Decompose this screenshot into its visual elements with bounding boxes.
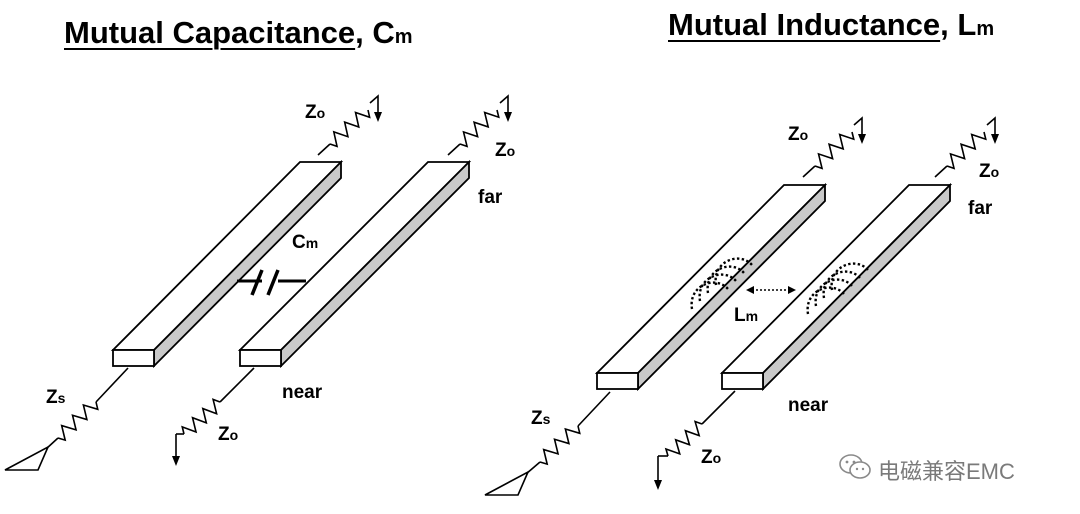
right-far1-wire [802, 165, 816, 178]
right-zo-far1-resistor [814, 131, 855, 170]
left-far1-ground-head [374, 112, 382, 122]
left-far-label: far [478, 187, 503, 208]
left-zo-top-left-label: Zo [305, 102, 326, 123]
right-flux-line-1 [690, 257, 753, 310]
right-zs-wire [577, 391, 611, 427]
left-far2-wire [447, 143, 461, 156]
right-title-main: Mutual Inductance [668, 7, 941, 42]
right-flux-line-1-loop-1 [698, 273, 737, 302]
left-near2-wire [219, 367, 255, 403]
right-near2-wire [701, 390, 736, 425]
right-zo-far2-resistor [946, 131, 987, 170]
left-zo-top-right-label: Zo [495, 140, 516, 161]
right-flux-line-2-loop-0 [806, 286, 845, 315]
right-line-1 [594, 182, 828, 392]
watermark: 电磁兼容EMC [838, 453, 1015, 487]
right-far2-ground [986, 116, 996, 140]
right-near-label: near [788, 395, 829, 416]
right-title: Mutual Inductance, Lm [668, 7, 995, 42]
right-line-1-side-face [637, 182, 826, 392]
left-source-triangle [4, 445, 50, 471]
right-diagram [484, 116, 999, 496]
left-zo-bottom-label: Zo [218, 424, 239, 445]
right-near2-ground-head [654, 480, 662, 490]
left-cm-plate-2 [266, 269, 280, 296]
left-zs-label: Zs [46, 387, 66, 408]
right-far1-ground-head [858, 134, 866, 144]
right-far1-ground [853, 116, 863, 140]
left-diagram [4, 94, 512, 471]
right-zo-bottom-label: Zo [701, 447, 722, 468]
left-line-1-side-face [153, 159, 342, 369]
left-zo-near2-resistor [181, 398, 221, 435]
left-near2-ground-head [172, 456, 180, 466]
right-line-1-front-face [596, 372, 639, 390]
right-far2-ground-head [991, 134, 999, 144]
right-zo-top-left-label: Zo [788, 124, 809, 145]
right-lm-label: Lm [734, 305, 759, 326]
left-cm-label: Cm [292, 232, 319, 253]
left-zs-wire [95, 367, 129, 403]
right-flux-line-2-loop-2 [822, 270, 861, 299]
left-near-label: near [282, 382, 323, 403]
right-title-symbol: L [957, 7, 977, 42]
right-line-2 [719, 182, 953, 392]
right-zo-top-right-label: Zo [979, 161, 1000, 182]
right-flux-line-2 [806, 262, 869, 315]
left-line-2-front-face [239, 349, 282, 367]
right-source-wire [525, 461, 541, 475]
right-far-label: far [968, 198, 993, 219]
right-flux-line-1-loop-0 [690, 281, 729, 310]
right-source-triangle [484, 470, 530, 496]
left-source-wire [45, 437, 59, 450]
right-flux-line-1-loop-3 [714, 257, 753, 286]
right-lm-arrow-head-right [788, 286, 796, 294]
left-zo-far2-resistor [459, 109, 500, 148]
right-zs-label: Zs [531, 408, 551, 429]
left-title-symbol: C [372, 15, 395, 50]
left-line-2 [237, 159, 472, 369]
right-flux-line-2-loop-3 [830, 262, 869, 291]
right-flux-line-2-loop-1 [814, 278, 853, 307]
left-far2-ground [499, 94, 509, 118]
wechat-icon [838, 453, 872, 487]
right-flux-line-1-loop-2 [706, 265, 745, 294]
right-lm-arrow-head-left [746, 286, 754, 294]
left-zs-resistor [57, 401, 99, 442]
left-cm-plate-1 [250, 269, 264, 296]
left-far1-ground [369, 94, 379, 118]
left-far2-ground-head [504, 112, 512, 122]
left-line-1-front-face [112, 349, 155, 367]
left-zo-far1-resistor [329, 109, 371, 148]
right-zo-near2-resistor [664, 420, 703, 457]
right-far2-wire [934, 165, 948, 178]
left-line-1 [110, 159, 344, 369]
right-line-2-front-face [721, 372, 764, 390]
watermark-text: 电磁兼容EMC [878, 459, 1015, 484]
right-zs-resistor [539, 425, 581, 466]
left-title: Mutual Capacitance, Cm [64, 15, 413, 50]
left-title-main: Mutual Capacitance [64, 15, 356, 50]
left-far1-wire [317, 143, 331, 156]
